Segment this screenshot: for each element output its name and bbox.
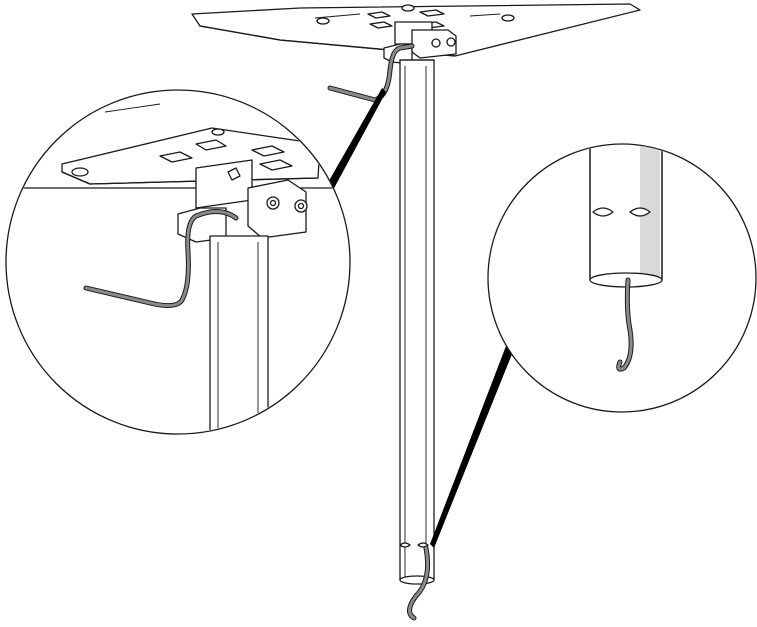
leader-lines [326, 88, 512, 548]
screw-icon [501, 14, 515, 22]
screw-icon [316, 17, 330, 25]
detail-circle-bracket [5, 89, 351, 435]
bolt-icon [431, 38, 441, 48]
screw-icon [71, 167, 89, 177]
screw-icon [211, 128, 225, 136]
screw-icon [401, 4, 415, 12]
pole [399, 59, 435, 585]
detail-circle-pole-bottom [487, 143, 757, 413]
bolt-icon [446, 37, 456, 47]
